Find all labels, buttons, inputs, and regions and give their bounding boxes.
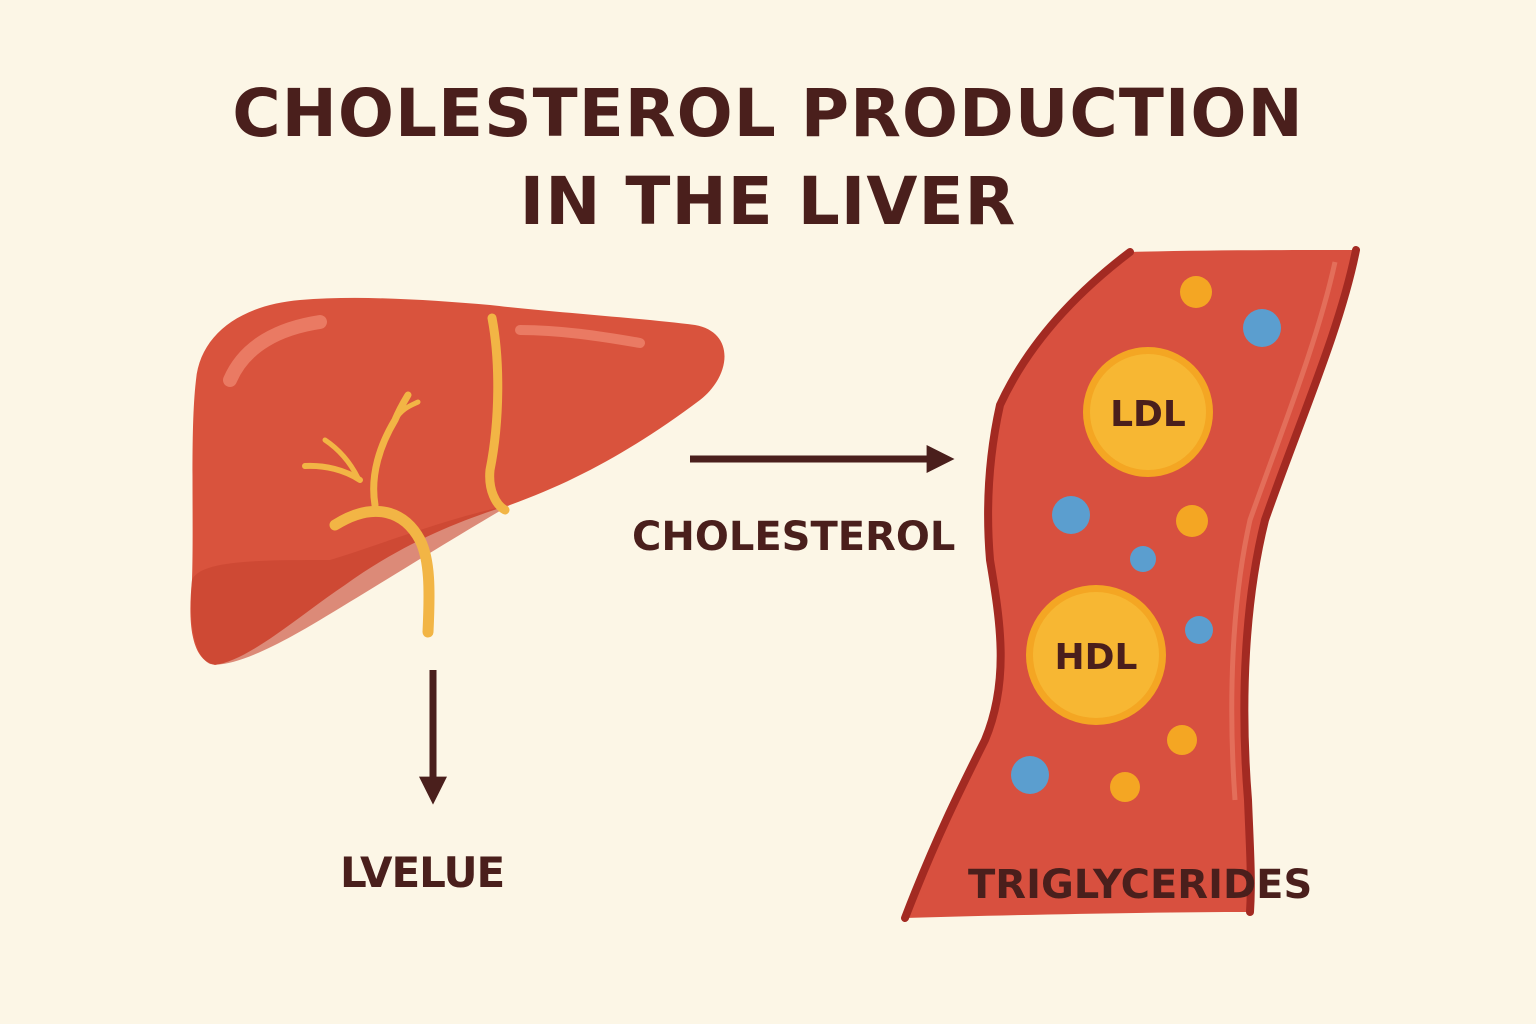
blue-particle bbox=[1011, 756, 1049, 794]
orange-particle bbox=[1176, 505, 1208, 537]
orange-particle bbox=[1110, 772, 1140, 802]
hdl-particle: HDL bbox=[1026, 585, 1166, 725]
diagram-title: CHOLESTEROL PRODUCTION IN THE LIVER bbox=[0, 70, 1536, 246]
blue-particle bbox=[1185, 616, 1213, 644]
blood-vessel-icon: LDL HDL bbox=[901, 246, 1360, 922]
ldl-label: LDL bbox=[1110, 394, 1186, 435]
blue-particle bbox=[1130, 546, 1156, 572]
orange-particle bbox=[1180, 276, 1212, 308]
triglycerides-label: TRIGLYCERIDES bbox=[968, 862, 1313, 908]
title-line-2: IN THE LIVER bbox=[519, 163, 1017, 240]
cholesterol-label: CHOLESTEROL bbox=[632, 514, 956, 560]
blue-particle bbox=[1052, 496, 1090, 534]
blue-particle bbox=[1243, 309, 1281, 347]
liver-output-label: LVELUE bbox=[340, 848, 505, 897]
liver-icon bbox=[190, 297, 725, 665]
title-line-1: CHOLESTEROL PRODUCTION bbox=[232, 75, 1304, 152]
hdl-label: HDL bbox=[1055, 637, 1138, 678]
ldl-particle: LDL bbox=[1083, 347, 1213, 477]
orange-particle bbox=[1167, 725, 1197, 755]
